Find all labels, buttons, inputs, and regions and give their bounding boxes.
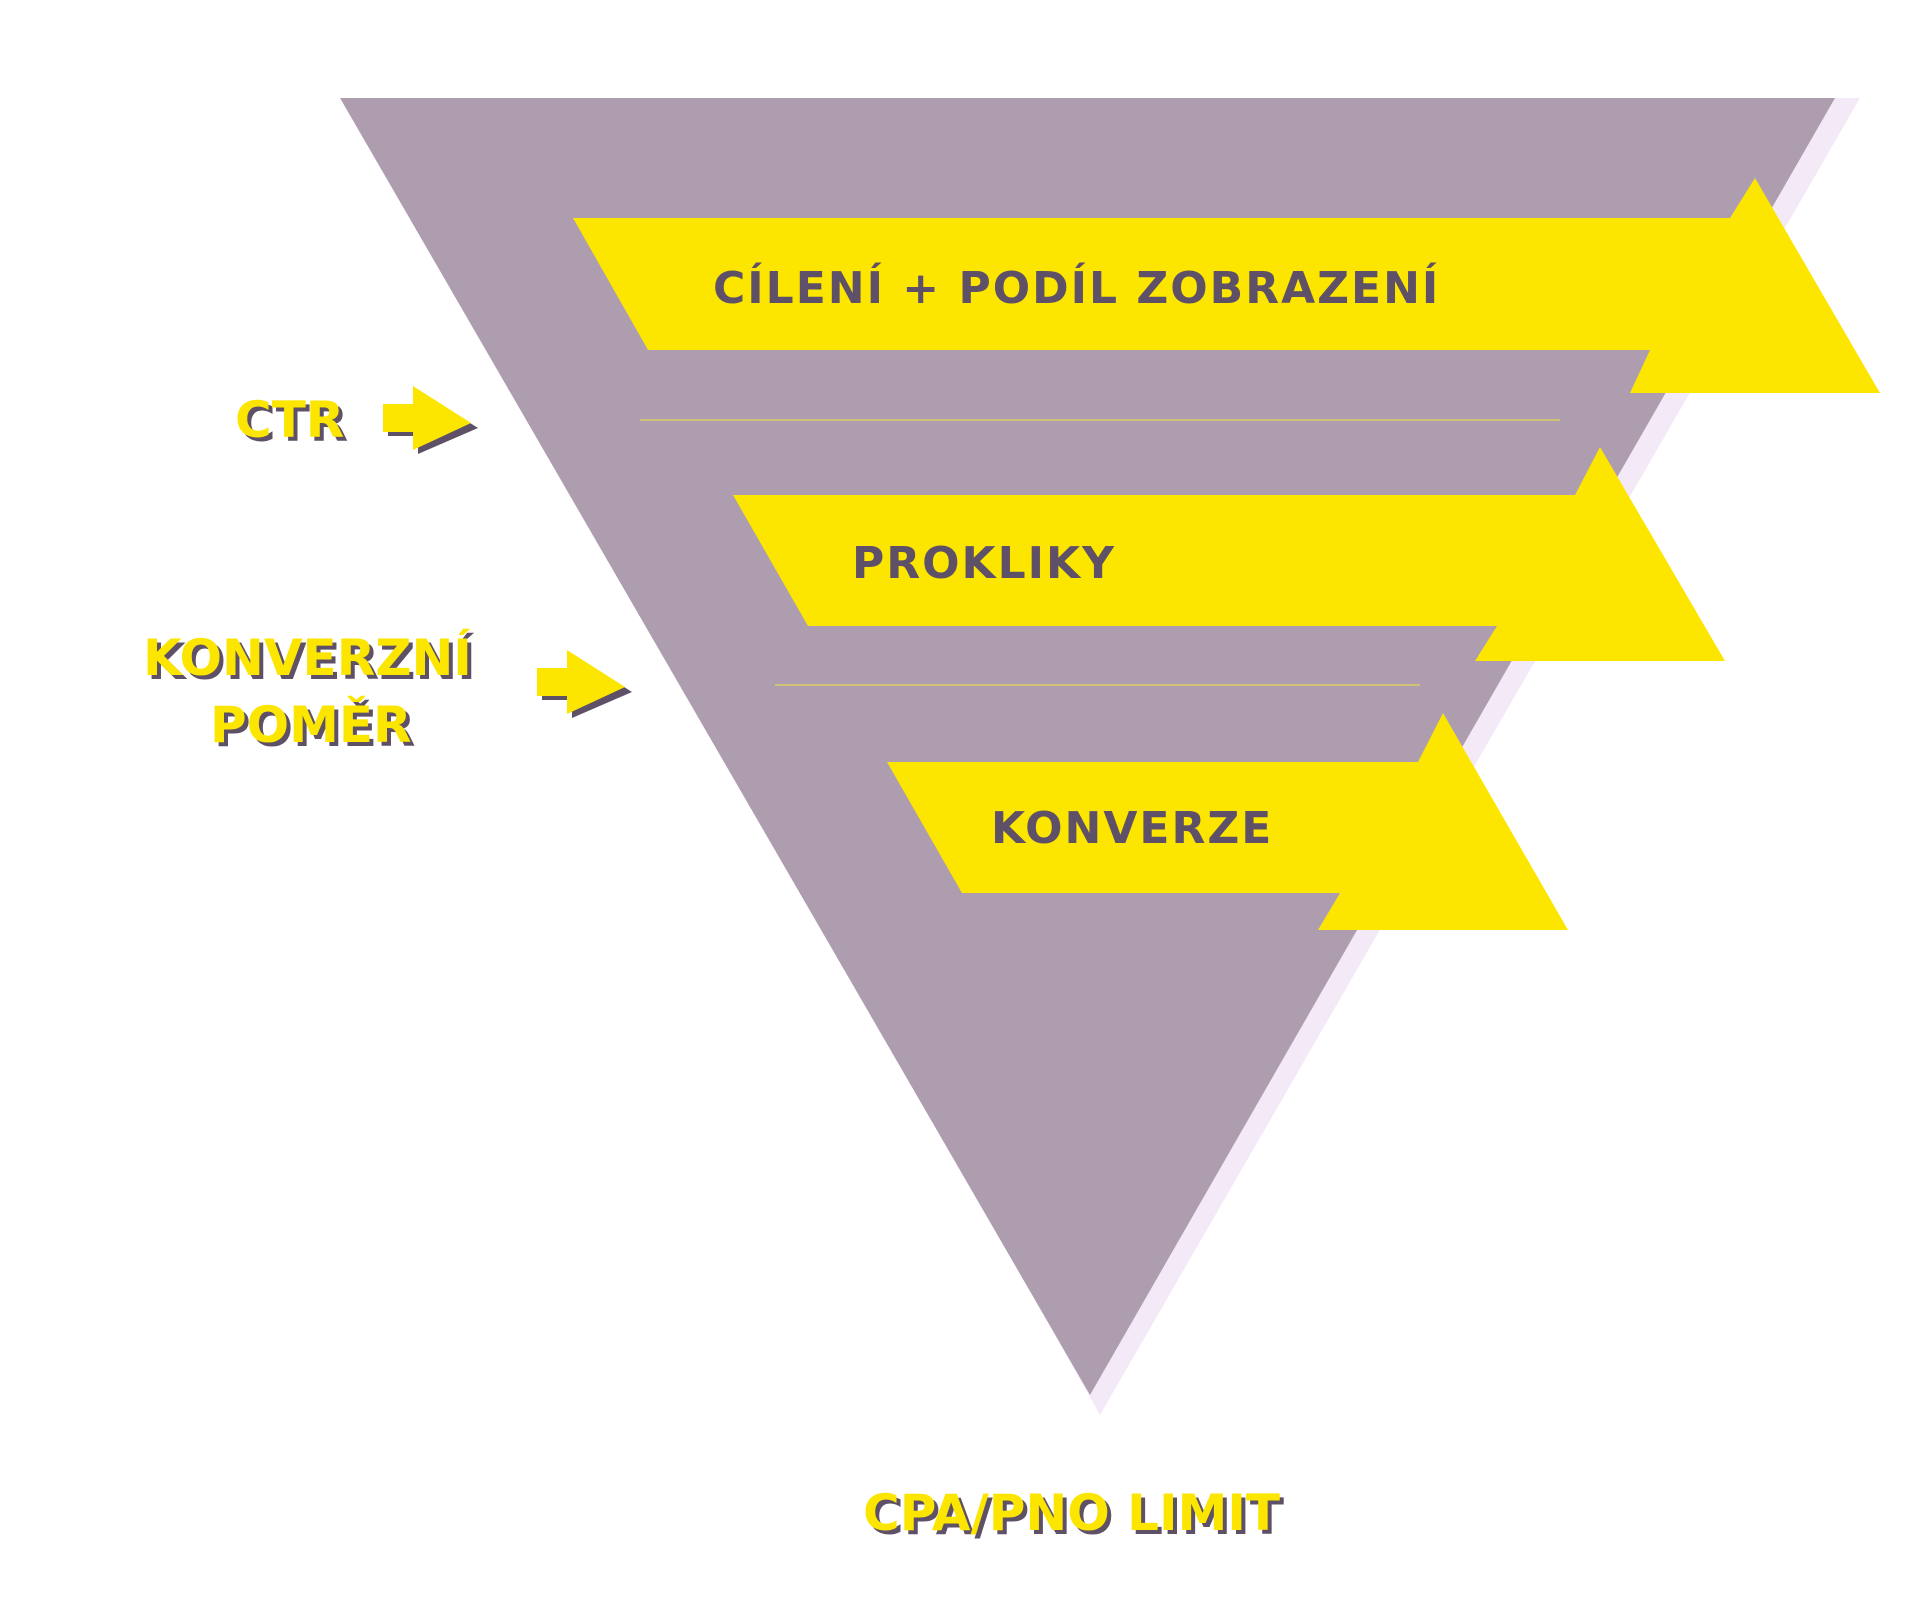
stage-label: CÍLENÍ + PODÍL ZOBRAZENÍ bbox=[713, 261, 1440, 314]
ctr-label: CTR bbox=[235, 391, 344, 449]
conversion-rate-label: KONVERZNÍ bbox=[143, 628, 472, 687]
stage-label: PROKLIKY bbox=[852, 538, 1116, 589]
arrow-right-icon bbox=[383, 386, 478, 454]
stage-banner-conversions: KONVERZE bbox=[887, 713, 1568, 930]
cpa-pno-limit-label-shadow: CPA/PNO LIMIT bbox=[867, 1488, 1284, 1546]
stage-label: KONVERZE bbox=[991, 803, 1273, 854]
conversion-rate-label: POMĚR bbox=[210, 695, 412, 754]
conversion-rate-label-shadow: POMĚR bbox=[214, 699, 416, 758]
side-metric-ctr: CTR CTR bbox=[235, 386, 478, 454]
arrow-right-icon bbox=[537, 650, 632, 718]
stage-banner-targeting: CÍLENÍ + PODÍL ZOBRAZENÍ bbox=[573, 178, 1880, 393]
side-metric-conversion-rate: KONVERZNÍ KONVERZNÍ POMĚR POMĚR bbox=[143, 628, 632, 758]
funnel-triangle bbox=[340, 98, 1835, 1395]
bottom-limit-label: CPA/PNO LIMIT CPA/PNO LIMIT bbox=[863, 1484, 1284, 1546]
ctr-label-shadow: CTR bbox=[239, 395, 348, 453]
cpa-pno-limit-label: CPA/PNO LIMIT bbox=[863, 1484, 1280, 1542]
banner-arrow-shape bbox=[573, 178, 1880, 393]
banner-arrow-shape bbox=[887, 713, 1568, 930]
stage-banner-clicks: PROKLIKY bbox=[733, 447, 1725, 661]
conversion-rate-label-shadow: KONVERZNÍ bbox=[147, 632, 476, 691]
banner-arrow-shape bbox=[733, 447, 1725, 661]
